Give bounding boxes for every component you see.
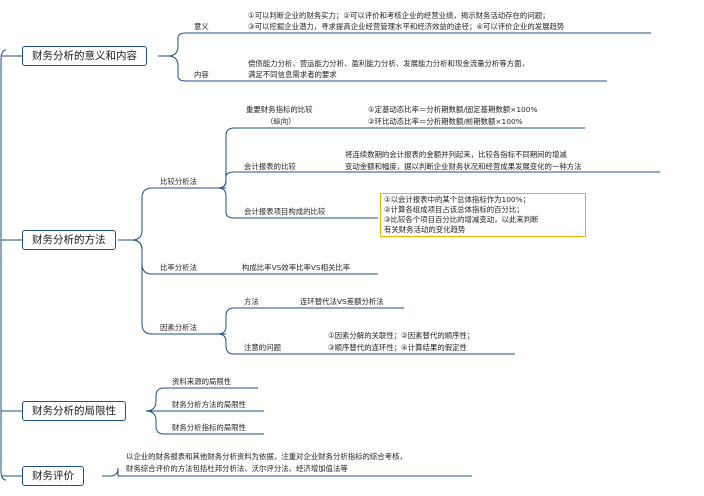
factor-issues-label: 注意的问题 [244,343,281,352]
content-label: 内容 [194,70,209,79]
factor-method-detail: 连环替代法VS差额分析法 [300,297,384,306]
factor-issues-line-2: ③顺序替代的连环性；④计算结果的假定性 [328,343,467,352]
limitation-2: 财务分析方法的局限性 [172,400,246,409]
compare-to-statements [217,171,660,189]
n2-branch-compare [131,187,226,241]
node-limitations[interactable]: 财务分析的局限性 [22,401,126,421]
n1-branch-meaning [158,32,220,57]
limitation-1: 资料来源的局限性 [172,377,232,386]
evaluation-line-1: 以企业的财务报表和其他财务分析资料为依据，注重对企业财务分析指标的综合考核， [126,452,407,461]
ratio-label: 比率分析法 [160,263,197,272]
evaluation-line-2: 财务综合评价的方法包括杜邦分析法、沃尔评分法、经济增加值法等 [126,464,348,473]
factor-to-issues [217,333,515,355]
n2-branch-factor [131,239,226,335]
n1-branch-content [167,55,220,82]
n4-branch [102,467,119,477]
statements-label: 会计报表的比较 [244,162,296,171]
meaning-line-2: ③可以挖掘企业潜力，寻求提高企业经营管理水平和经济效益的途径；④可以评价企业的发… [248,22,565,31]
node-evaluation[interactable]: 财务评价 [22,466,84,486]
statements-line-1: 将连续数期的会计报表的金额并列起来，比较各指标不同期间的增减 [345,150,567,159]
root-trunk [0,49,7,481]
important-label: 重要财务指标的比较 [246,105,313,114]
statements-line-2: 变动金额和幅度，据以判断企业财务状况和经营成果发展变化的一种方法 [345,162,582,171]
n3-branch-1 [145,387,258,412]
factor-to-method [217,307,404,335]
items-line-1: ①以会计报表中的某个总体指标作为100%； [384,195,531,204]
compare-to-items [217,187,378,219]
items-line-3: ③比较各个项目百分比的增减变动，以此来判断 [384,215,539,224]
meaning-label: 意义 [194,22,209,31]
factor-label: 因素分析法 [160,323,197,332]
factor-issues-line-1: ①因素分解的关联性；②因素替代的顺序性； [328,331,475,340]
items-label: 会计报表项目构成的比较 [244,207,326,216]
important-sublabel: （纵向） [266,117,296,126]
ratio-detail: 构成比率VS效率比率VS相关比率 [242,263,351,272]
factor-method-label: 方法 [244,297,259,306]
content-line-1: 偿债能力分析、营运能力分析、盈利能力分析、发展能力分析和现金流量分析等方面， [248,59,529,68]
meaning-line-1: ①可以判断企业的财务实力；②可以评价和考核企业的经营业绩，揭示财务活动存在的问题… [248,11,550,20]
important-line-2: ②环比动态比率＝分析期数额/前期数额×100% [368,117,523,126]
items-line-2: ②计算各组成项目占该总体指标的百分比； [384,205,524,214]
important-line-1: ①定基动态比率＝分析期数额/固定基期数额×100% [368,105,538,114]
node-analysis-methods[interactable]: 财务分析的方法 [22,230,116,250]
node-meaning-content[interactable]: 财务分析的意义和内容 [22,46,147,66]
compare-label: 比较分析法 [160,177,197,186]
content-line-2: 满足不同信息需求者的要求 [248,70,337,79]
items-detail-highlight: ①以会计报表中的某个总体指标作为100%； ②计算各组成项目占该总体指标的百分比… [380,193,586,237]
limitation-3: 财务分析指标的局限性 [172,423,246,432]
n3-branch-3 [145,410,264,435]
items-line-4: 有关财务活动的变化趋势 [384,225,466,234]
